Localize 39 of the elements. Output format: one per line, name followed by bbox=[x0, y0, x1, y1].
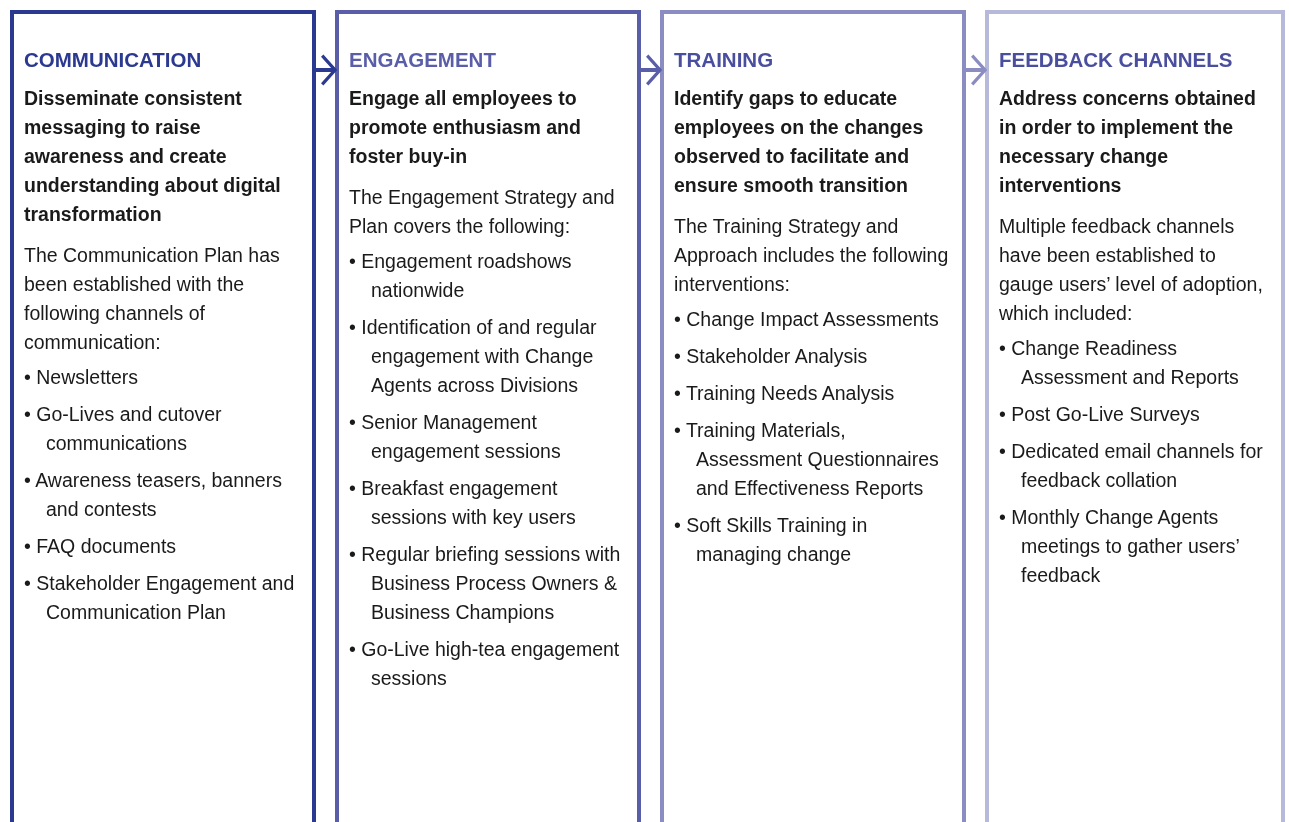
column-subtitle: Disseminate consistent messaging to raise awareness and create understanding about digital transformation bbox=[24, 86, 282, 227]
column-subtitle: Engage all employees to promote enthusiasm and foster buy-in bbox=[349, 86, 582, 169]
bullet-item: • Go-Lives and cutover communications bbox=[24, 402, 223, 456]
bullet-item: • Monthly Change Agents meetings to gather users’ feedback bbox=[999, 505, 1241, 588]
column-panel bbox=[335, 10, 641, 822]
column-heading: COMMUNICATION bbox=[24, 48, 203, 72]
bullet-item: • Stakeholder Engagement and Communication Plan bbox=[24, 571, 296, 625]
bullet-item: • Awareness teasers, banners and contests bbox=[24, 468, 283, 522]
column-panel bbox=[985, 10, 1285, 822]
column-subtitle: Identify gaps to educate employees on the changes observed to facilitate and ensure smooth transition bbox=[674, 86, 925, 198]
bullet-item: • Identification of and regular engagement with Change Agents across Divisions bbox=[349, 315, 598, 398]
bullet-item: • Change Impact Assessments bbox=[674, 307, 940, 332]
bullet-item: • Training Materials, Assessment Questionnaires and Effectiveness Reports bbox=[674, 418, 940, 501]
chevron-arrow bbox=[316, 54, 337, 86]
column-subtitle: Address concerns obtained in order to implement the necessary change interventions bbox=[999, 86, 1257, 198]
bullet-item: • Newsletters bbox=[24, 365, 140, 390]
column-panel bbox=[10, 10, 316, 822]
bullet-item: • Breakfast engagement sessions with key users bbox=[349, 476, 577, 530]
bullet-item: • FAQ documents bbox=[24, 534, 178, 559]
body-text: Multiple feedback channels have been established to gauge users’ level of adoption, which included: bbox=[999, 214, 1264, 326]
bullet-item: • Go-Live high-tea engagement sessions bbox=[349, 637, 621, 691]
column-heading: FEEDBACK CHANNELS bbox=[999, 48, 1234, 72]
chevron-arrow bbox=[966, 54, 987, 86]
bullet-item: • Post Go-Live Surveys bbox=[999, 402, 1201, 427]
bullet-item: • Regular briefing sessions with Business Process Owners & Business Champions bbox=[349, 542, 622, 625]
body-text: The Engagement Strategy and Plan covers the following: bbox=[349, 185, 616, 239]
column-heading: TRAINING bbox=[674, 48, 775, 72]
body-text: The Training Strategy and Approach includes the following interventions: bbox=[674, 214, 950, 297]
body-text: The Communication Plan has been established with the following channels of communication: bbox=[24, 243, 281, 355]
bullet-item: • Stakeholder Analysis bbox=[674, 344, 869, 369]
column-panel bbox=[660, 10, 966, 822]
chevron-arrow bbox=[641, 54, 662, 86]
bullet-item: • Dedicated email channels for feedback collation bbox=[999, 439, 1264, 493]
bullet-item: • Senior Management engagement sessions bbox=[349, 410, 562, 464]
bullet-item: • Soft Skills Training in managing change bbox=[674, 513, 869, 567]
bullet-item: • Engagement roadshows nationwide bbox=[349, 249, 573, 303]
column-heading: ENGAGEMENT bbox=[349, 48, 497, 72]
bullet-item: • Change Readiness Assessment and Reports bbox=[999, 336, 1240, 390]
bullet-item: • Training Needs Analysis bbox=[674, 381, 896, 406]
